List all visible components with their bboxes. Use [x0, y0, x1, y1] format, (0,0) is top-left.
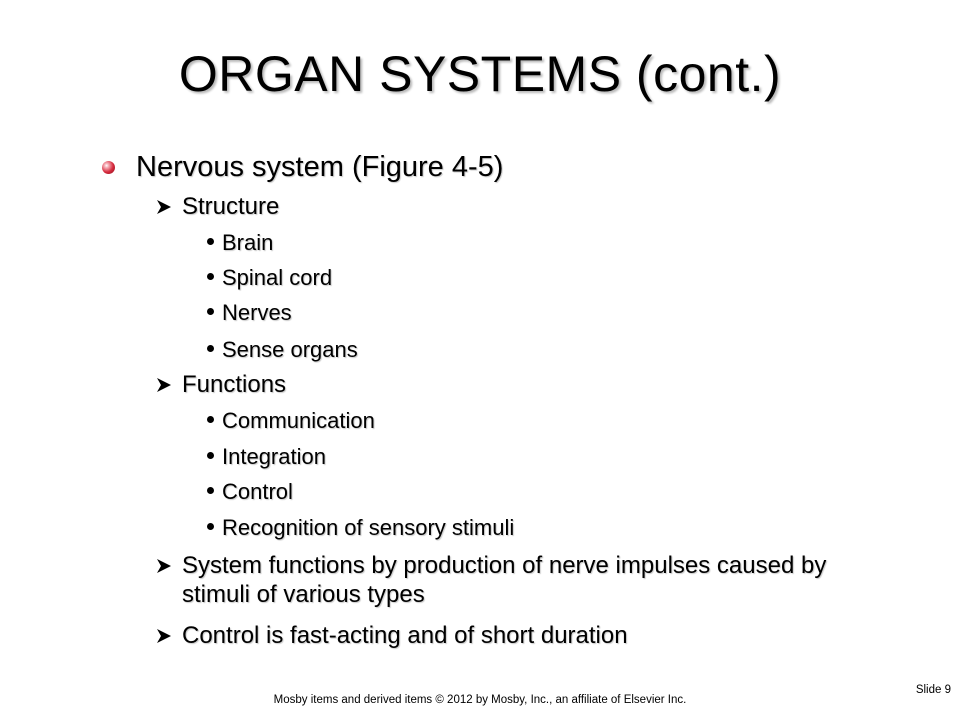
heading-text: Nervous system (Figure 4-5): [136, 151, 504, 183]
arrowhead-bullet-icon: [157, 200, 171, 214]
bullet-system-functions: System functions by production of nerve …: [156, 551, 842, 609]
dot-bullet-icon: [207, 452, 214, 459]
arrowhead-bullet-icon: [157, 629, 171, 643]
functions-item-text: Communication: [222, 408, 375, 433]
bullet-control-fast: Control is fast-acting and of short dura…: [156, 621, 628, 650]
control-fast-text: Control is fast-acting and of short dura…: [182, 622, 628, 649]
dot-bullet-icon: [207, 238, 214, 245]
functions-item-text: Control: [222, 479, 293, 504]
dot-bullet-icon: [207, 487, 214, 494]
functions-label: Functions: [182, 371, 287, 398]
functions-item-text: Recognition of sensory stimuli: [222, 515, 515, 540]
arrowhead-bullet-icon: [157, 378, 171, 392]
structure-item: Spinal cord: [207, 264, 332, 292]
bullet-nervous-system: Nervous system (Figure 4-5): [102, 150, 503, 184]
structure-item: Brain: [207, 229, 273, 257]
functions-item: Communication: [207, 407, 375, 435]
structure-item-text: Brain: [222, 230, 274, 255]
arrowhead-bullet-icon: [157, 559, 171, 573]
system-functions-text: System functions by production of nerve …: [182, 552, 827, 608]
copyright-footer: Mosby items and derived items © 2012 by …: [273, 694, 687, 706]
functions-item: Integration: [207, 443, 326, 471]
functions-item: Control: [207, 478, 293, 506]
structure-item-text: Nerves: [222, 300, 292, 325]
slide-title: ORGAN SYSTEMS (cont.): [178, 46, 782, 102]
structure-item-text: Spinal cord: [222, 265, 333, 290]
dot-bullet-icon: [207, 345, 214, 352]
structure-label: Structure: [182, 193, 280, 220]
structure-item: Nerves: [207, 299, 292, 327]
functions-item: Recognition of sensory stimuli: [207, 514, 514, 542]
functions-item-text: Integration: [222, 444, 326, 469]
dot-bullet-icon: [207, 308, 214, 315]
dot-bullet-icon: [207, 416, 214, 423]
structure-item-text: Sense organs: [222, 337, 358, 362]
slide-number: Slide 9: [915, 684, 951, 696]
dot-bullet-icon: [207, 523, 214, 530]
bullet-functions: Functions: [156, 370, 286, 399]
dot-bullet-icon: [207, 273, 214, 280]
structure-item: Sense organs: [207, 336, 358, 364]
red-sphere-bullet-icon: [102, 161, 115, 174]
bullet-structure: Structure: [156, 192, 279, 221]
